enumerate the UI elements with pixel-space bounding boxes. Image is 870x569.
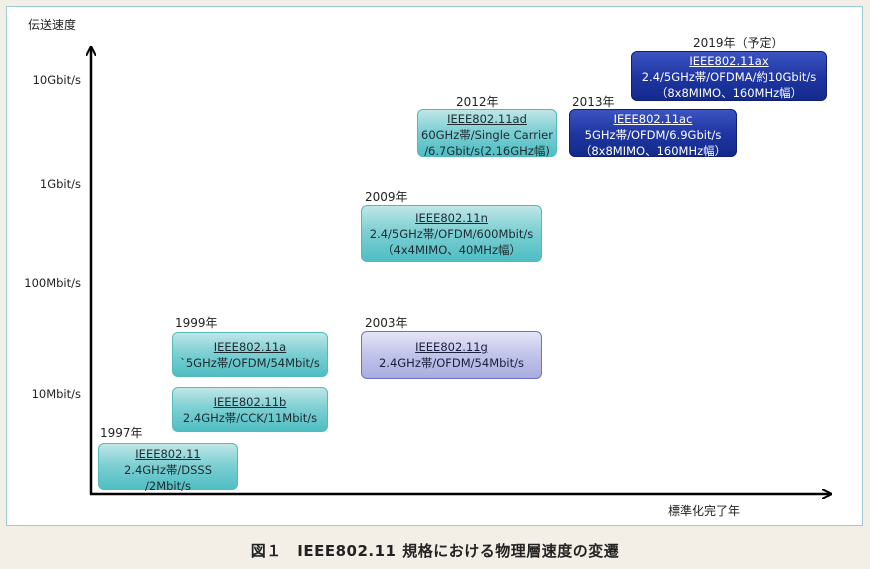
standard-box-80211b: IEEE802.11b 2.4GHz帯/CCK/11Mbit/s bbox=[172, 387, 328, 432]
figure-caption: 図１ IEEE802.11 規格における物理層速度の変遷 bbox=[250, 542, 620, 560]
year-label: 2012年 bbox=[456, 95, 499, 109]
standard-name: IEEE802.11g bbox=[415, 340, 488, 354]
standard-box-80211a: IEEE802.11a `5GHz帯/OFDM/54Mbit/s bbox=[172, 332, 328, 377]
standard-name: IEEE802.11 bbox=[135, 447, 201, 461]
standard-detail: /6.7Gbit/s(2.16GHz幅) bbox=[424, 144, 550, 158]
y-tick-label: 1Gbit/s bbox=[39, 177, 81, 191]
y-tick-label: 10Gbit/s bbox=[32, 73, 81, 87]
standard-detail: 60GHz帯/Single Carrier bbox=[421, 128, 553, 142]
standard-box-80211ad: IEEE802.11ad 60GHz帯/Single Carrier /6.7G… bbox=[417, 109, 557, 158]
standard-detail: 2.4/5GHz帯/OFDMA/約10Gbit/s bbox=[641, 70, 817, 84]
standard-detail: 5GHz帯/OFDM/6.9Gbit/s bbox=[584, 128, 722, 142]
standard-name: IEEE802.11n bbox=[415, 211, 488, 225]
standard-box-80211n: IEEE802.11n 2.4/5GHz帯/OFDM/600Mbit/s （4x… bbox=[361, 205, 542, 262]
standard-detail: 2.4GHz帯/DSSS bbox=[123, 463, 212, 477]
standard-name: IEEE802.11b bbox=[213, 395, 287, 409]
standard-detail: （8x8MIMO、160MHz幅） bbox=[655, 86, 803, 100]
y-axis-label: 伝送速度 bbox=[28, 18, 77, 32]
year-label: 2009年 bbox=[365, 190, 408, 204]
standard-name: IEEE802.11ad bbox=[447, 112, 527, 126]
standard-detail: 2.4/5GHz帯/OFDM/600Mbit/s bbox=[369, 227, 534, 241]
year-label: 1999年 bbox=[175, 316, 218, 330]
standard-name: IEEE802.11a bbox=[213, 340, 287, 354]
standard-detail: 2.4GHz帯/OFDM/54Mbit/s bbox=[378, 356, 524, 370]
standard-name: IEEE802.11ac bbox=[613, 112, 693, 126]
y-tick-label: 10Mbit/s bbox=[31, 387, 81, 401]
year-label: 2003年 bbox=[365, 316, 408, 330]
standard-detail: （4x4MIMO、40MHz幅） bbox=[382, 243, 521, 257]
standard-box-80211: IEEE802.11 2.4GHz帯/DSSS /2Mbit/s bbox=[98, 443, 238, 493]
y-tick-label: 100Mbit/s bbox=[24, 276, 81, 290]
standard-detail: 2.4GHz帯/CCK/11Mbit/s bbox=[182, 411, 318, 425]
standard-detail: （8x8MIMO、160MHz幅） bbox=[579, 144, 727, 158]
standard-name: IEEE802.11ax bbox=[689, 54, 769, 68]
x-axis-label: 標準化完了年 bbox=[668, 504, 741, 518]
standard-box-80211ax: IEEE802.11ax 2.4/5GHz帯/OFDMA/約10Gbit/s （… bbox=[631, 51, 827, 101]
standard-detail: /2Mbit/s bbox=[145, 479, 191, 493]
standard-detail: `5GHz帯/OFDM/54Mbit/s bbox=[180, 356, 320, 370]
standard-box-80211ac: IEEE802.11ac 5GHz帯/OFDM/6.9Gbit/s （8x8MI… bbox=[569, 109, 737, 158]
year-label: 1997年 bbox=[100, 426, 143, 440]
standard-box-80211g: IEEE802.11g 2.4GHz帯/OFDM/54Mbit/s bbox=[361, 331, 542, 379]
year-label: 2019年（予定） bbox=[693, 36, 784, 50]
year-label: 2013年 bbox=[572, 95, 615, 109]
